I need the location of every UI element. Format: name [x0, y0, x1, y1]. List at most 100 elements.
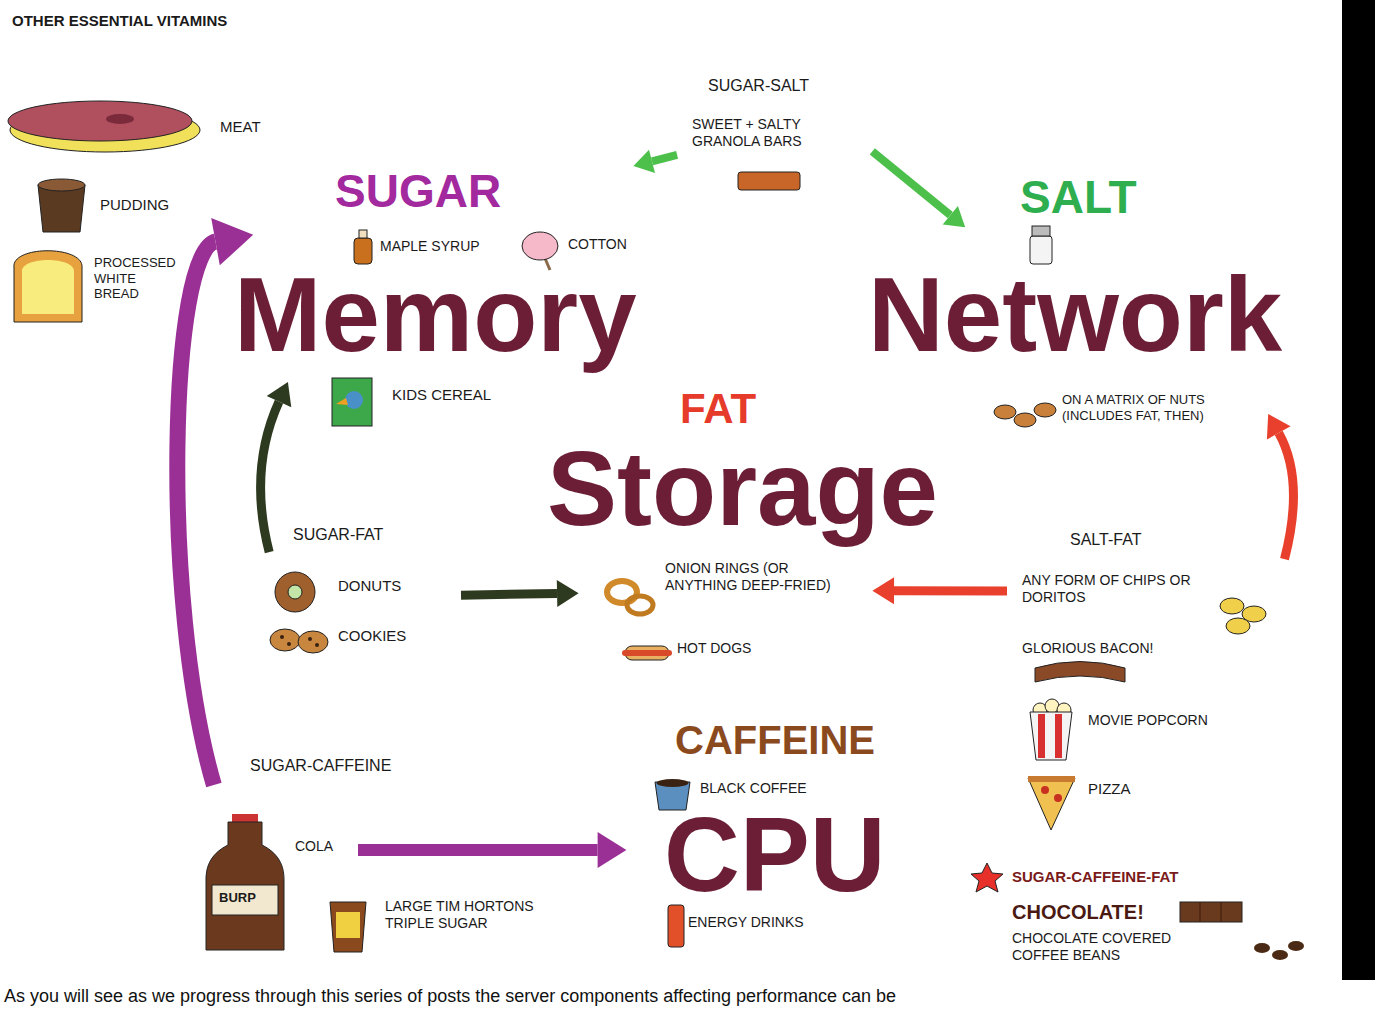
- salt-shaker-icon: [1032, 226, 1050, 236]
- arrow-shaft: [1279, 433, 1294, 559]
- item-label: COOKIES: [338, 627, 406, 645]
- text-slot: MOVIE POPCORN: [1088, 712, 1208, 729]
- bread-icon: [22, 260, 74, 314]
- text-slot: SUGAR-FAT: [293, 525, 383, 544]
- item-label: ONION RINGS (OR ANYTHING DEEP-FRIED): [665, 560, 845, 594]
- circle-outline: [627, 697, 925, 984]
- granola-icon: [738, 172, 800, 190]
- cola-bottle-icon: [206, 822, 284, 950]
- arrow-shaft: [177, 242, 215, 785]
- item-label: CHOCOLATE!: [1012, 900, 1144, 924]
- item-label: MOVIE POPCORN: [1088, 712, 1208, 729]
- text-slot: OTHER ESSENTIAL VITAMINS: [12, 12, 312, 30]
- combo-box: SUGAR-SALTSWEET + SALTY GRANOLA BARS: [680, 108, 870, 200]
- energy-drink-icon: [668, 905, 684, 947]
- box-outline: [196, 789, 589, 959]
- cookie-icon: [287, 642, 291, 646]
- bacon-icon: [1035, 662, 1125, 683]
- node-outline: [258, 555, 458, 670]
- text-slot: BLACK COFFEE: [700, 780, 807, 797]
- cereal-icon: [336, 398, 348, 405]
- meat-icon: [106, 114, 134, 124]
- hot-dog-icon: [622, 650, 672, 656]
- pizza-icon: [1028, 776, 1075, 830]
- cereal-icon: [345, 391, 363, 409]
- text-slot: SUGAR-CAFFEINE: [250, 756, 391, 775]
- edge-bar: [1342, 0, 1375, 980]
- salt-shaker-icon: [1030, 236, 1052, 264]
- item-label: ANY FORM OF CHIPS OR DORITOS: [1022, 572, 1212, 606]
- syrup-icon: [354, 230, 372, 264]
- arrow-shaft: [461, 594, 557, 596]
- item-label: COTTON: [568, 236, 627, 253]
- box-outline: [982, 892, 1312, 974]
- text-slot: DONUTS: [338, 577, 401, 595]
- text-slot: CHOCOLATE COVERED COFFEE BEANS: [1012, 930, 1212, 964]
- nuts-icon: [994, 405, 1016, 419]
- text-slot: Storage: [547, 436, 938, 541]
- item-label: MEAT: [220, 118, 261, 136]
- popcorn-icon: [1030, 699, 1072, 760]
- overlay-label: Storage: [547, 436, 938, 541]
- item-label: BURP: [219, 890, 256, 906]
- chocolate-bar-icon: [1180, 902, 1242, 922]
- arrow-connector: [461, 580, 579, 607]
- nuts-icon: [1014, 413, 1036, 427]
- arrow-head: [872, 577, 894, 604]
- text-slot: COLA: [295, 838, 333, 855]
- text-slot: CHOCOLATE!: [1012, 900, 1144, 924]
- item-label: MAPLE SYRUP: [380, 238, 480, 255]
- granola-icon: [738, 172, 800, 190]
- star-icon: [971, 863, 1003, 892]
- coffee-cup-icon: [330, 902, 366, 952]
- cookie-icon: [298, 631, 328, 653]
- overlay-label: Memory: [234, 262, 637, 367]
- node-heading: SUGAR-FAT: [293, 525, 383, 544]
- text-slot: SUGAR: [335, 166, 501, 217]
- arrow-head: [1267, 414, 1291, 440]
- item-label: PROCESSED WHITE BREAD: [94, 255, 182, 302]
- pizza-icon: [1054, 794, 1062, 802]
- item-label: PUDDING: [100, 196, 169, 214]
- chips-icon: [1220, 598, 1266, 634]
- nuts-icon: [1034, 403, 1056, 417]
- arrow-shaft: [652, 155, 677, 162]
- box-outline: [681, 109, 869, 199]
- arrow-connector: [1267, 414, 1294, 559]
- text-slot: LARGE TIM HORTONS TRIPLE SUGAR: [385, 898, 560, 932]
- pizza-icon: [1028, 778, 1075, 830]
- highlight-box: SUGAR-CAFFEINE-FATCHOCOLATE!CHOCOLATE CO…: [972, 862, 1322, 982]
- text-slot: GLORIOUS BACON!: [1022, 640, 1153, 657]
- node-heading: CAFFEINE: [630, 718, 920, 762]
- coffee-cup-icon: [336, 912, 360, 938]
- cookie-icon: [315, 643, 319, 647]
- chocolate-bar-icon: [1221, 902, 1222, 922]
- popcorn-icon: [1030, 712, 1072, 760]
- item-label: BLACK COFFEE: [700, 780, 807, 797]
- star-icon: [971, 863, 1003, 892]
- text-slot: ON A MATRIX OF NUTS (INCLUDES FAT, THEN): [1062, 392, 1212, 423]
- arrow-connector: [633, 150, 677, 173]
- node-heading: SALT-FAT: [1070, 530, 1141, 549]
- node-outline: [195, 788, 590, 960]
- text-slot: ONION RINGS (OR ANYTHING DEEP-FRIED): [665, 560, 845, 594]
- onion-ring-icon: [627, 596, 653, 614]
- box-outline: [259, 556, 457, 669]
- coffee-beans-icon: [1254, 941, 1304, 960]
- text-slot: Memory: [234, 262, 637, 367]
- chips-icon: [1226, 618, 1250, 634]
- text-slot: ANY FORM OF CHIPS OR DORITOS: [1022, 572, 1212, 606]
- text-slot: COOKIES: [338, 627, 406, 645]
- node-heading: FAT: [680, 386, 756, 432]
- syrup-icon: [359, 230, 367, 238]
- cookie-icon: [280, 635, 284, 639]
- overlay-label: CPU: [664, 802, 886, 907]
- arrow-head: [598, 832, 627, 868]
- arrow-head: [211, 218, 253, 265]
- item-label: KIDS CEREAL: [392, 386, 491, 404]
- donut-icon: [275, 572, 315, 612]
- node-heading: SALT: [1020, 172, 1137, 223]
- arrow-head: [633, 150, 655, 173]
- text-slot: HOT DOGS: [677, 640, 751, 657]
